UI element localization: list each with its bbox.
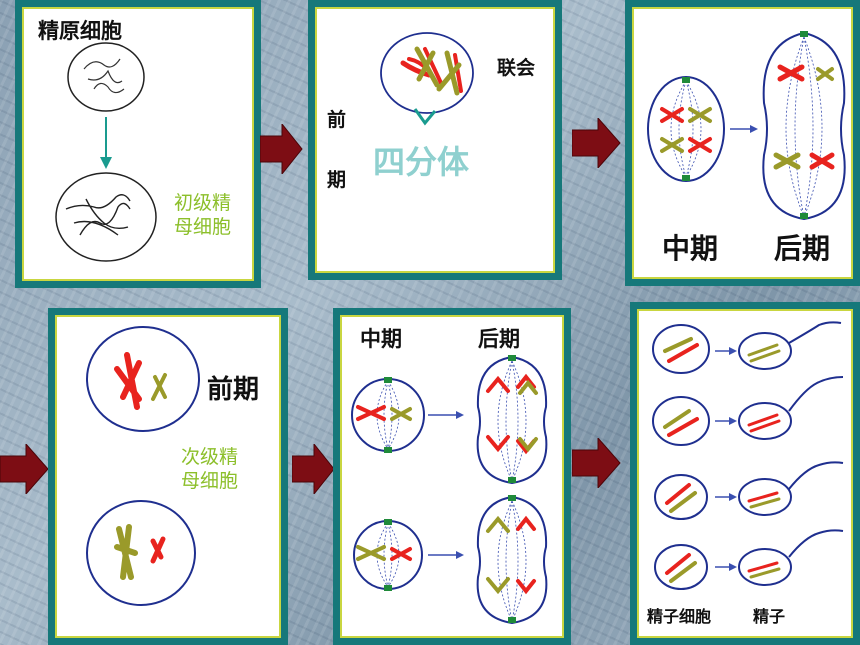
panel-meiosis-one-division: 中期 后期: [625, 0, 860, 286]
anaphase-one-spindle: [785, 36, 823, 218]
anaphase-two-chromosomes-bottom-red: [516, 515, 536, 595]
anaphase-two-spindle-bottom: [497, 500, 527, 622]
anaphase-two-pole-top-b: [508, 477, 516, 483]
prophase-one-drawing: [380, 32, 474, 126]
meiosis-two-prophase-label: 前期: [207, 375, 260, 405]
panel-spermatogonium: 精原细胞 初级精 母细胞: [15, 0, 261, 288]
primary-spermatocyte-chromatin: [65, 194, 131, 236]
spermatids-drawing: [652, 321, 844, 590]
metaphase-two-pole-top-a: [384, 377, 392, 383]
anaphase-two-chromosomes-top-upper: [486, 373, 536, 393]
tetrad-label: 四分体: [373, 143, 470, 181]
arrow-panel4-to-panel5: [292, 444, 335, 494]
primary-spermatocyte-caption-line1: 初级精: [174, 192, 232, 214]
metaphase-one-chromosomes: [660, 107, 712, 153]
spermatogonium-title: 精原细胞: [38, 19, 122, 43]
panel-secondary-spermatocytes-inner: 前期 次级精 母细胞: [55, 315, 281, 638]
arrow-into-panel4: [0, 444, 49, 494]
metaphase-to-anaphase-arrowhead: [750, 125, 758, 133]
sperm-label: 精子: [753, 607, 786, 626]
prophase-one-cell: [380, 32, 474, 114]
anaphase-two-chromosomes-bottom-olive: [486, 515, 510, 595]
metaphase-two-chromosome-bottom-olive: [356, 545, 386, 561]
metaphase-two-chromosome-top-olive: [390, 407, 412, 421]
arrow-panel2-to-panel3: [572, 118, 621, 168]
metaphase-two-chromosome-top-red: [356, 405, 386, 421]
secondary-spermatocyte-caption-line1: 次级精: [181, 446, 239, 468]
secondary-spermatocyte-cell-bottom: [86, 500, 196, 606]
meiosis-two-arrowhead-top: [456, 411, 464, 419]
panel-spermatids: 精子细胞 精子: [630, 302, 860, 645]
panel-meiosis-two-division: 中期 后期: [333, 308, 571, 645]
anaphase-two-pole-bottom-a: [508, 495, 516, 501]
meiosis-one-anaphase-label: 后期: [774, 232, 831, 265]
primary-spermatocyte-caption: 初级精 母细胞: [174, 191, 231, 239]
metaphase-two-chromosome-bottom-red: [390, 547, 412, 561]
panel-prophase-one: 联会 前 期 四分体: [308, 0, 562, 280]
primary-spermatocyte-cell: [55, 172, 157, 262]
secondary-spermatocyte-caption: 次级精 母细胞: [181, 445, 238, 493]
panel-spermatogonium-inner: 精原细胞 初级精 母细胞: [22, 7, 254, 281]
anaphase-two-cell-bottom: [476, 495, 548, 625]
panel-spermatids-inner: 精子细胞 精子: [637, 309, 853, 638]
anaphase-two-pole-bottom-b: [508, 617, 516, 623]
spermatogonium-drawing: [55, 42, 157, 262]
spermatid-row-3: [654, 461, 844, 520]
anaphase-two-spindle-top: [497, 360, 527, 482]
anaphase-one-chromosomes: [773, 64, 835, 170]
panel-meiosis-two-division-inner: 中期 后期: [340, 315, 564, 638]
metaphase-one-pole-top: [682, 77, 690, 83]
meiosis-two-metaphase-label: 中期: [360, 327, 402, 351]
secondary-spermatocyte-cell-top: [86, 326, 200, 432]
anaphase-two-cell-top: [476, 355, 548, 485]
panel-secondary-spermatocytes: 前期 次级精 母细胞: [48, 308, 288, 645]
spermatid-row-2: [652, 376, 844, 446]
primary-spermatocyte-caption-line2: 母细胞: [174, 216, 232, 238]
metaphase-two-pole-top-b: [384, 447, 392, 453]
division-arrow-head: [100, 157, 112, 169]
metaphase-one-spindle: [670, 80, 702, 178]
metaphase-one-cell: [647, 76, 725, 182]
meiosis-two-anaphase-label: 后期: [478, 327, 520, 351]
meiosis-two-arrowhead-bottom: [456, 551, 464, 559]
meiosis-one-metaphase-label: 中期: [662, 232, 719, 265]
arrow-panel5-to-panel6: [572, 438, 621, 488]
secondary-spermatocyte-caption-line2: 母细胞: [181, 470, 239, 492]
secondary-spermatocyte-top-chromosomes: [114, 352, 167, 410]
anaphase-two-chromosomes-top-olive: [518, 379, 538, 453]
panel-prophase-one-inner: 联会 前 期 四分体: [315, 7, 555, 273]
meiosis-two-drawing: [351, 355, 548, 625]
prophase-label-top: 前: [327, 109, 347, 131]
arrow-panel1-to-panel2: [260, 124, 303, 174]
anaphase-one-cell: [762, 31, 846, 221]
anaphase-two-pole-top-a: [508, 355, 516, 361]
spermatid-row-1: [652, 321, 842, 374]
synapsed-chromosomes: [400, 46, 463, 96]
meiosis-one-drawing: [647, 31, 846, 221]
metaphase-two-pole-bottom-b: [384, 585, 392, 591]
tetrad-pointer: [413, 108, 437, 126]
secondary-spermatocytes-drawing: [86, 326, 200, 606]
secondary-spermatocyte-bottom-chromosomes: [114, 524, 166, 580]
metaphase-two-pole-bottom-a: [384, 519, 392, 525]
prophase-label-bottom: 期: [327, 169, 347, 191]
synapsis-label: 联会: [497, 57, 536, 79]
panel-meiosis-one-division-inner: 中期 后期: [632, 7, 853, 279]
metaphase-two-spindle-bottom: [376, 522, 400, 588]
spermatid-row-4: [654, 529, 844, 590]
spermatogonium-chromatin: [83, 58, 125, 94]
spermatid-label: 精子细胞: [647, 607, 712, 626]
anaphase-one-pole-top: [800, 31, 808, 37]
anaphase-one-pole-bottom: [800, 213, 808, 219]
spermatogonium-cell: [67, 42, 145, 112]
metaphase-one-pole-bottom: [682, 175, 690, 181]
